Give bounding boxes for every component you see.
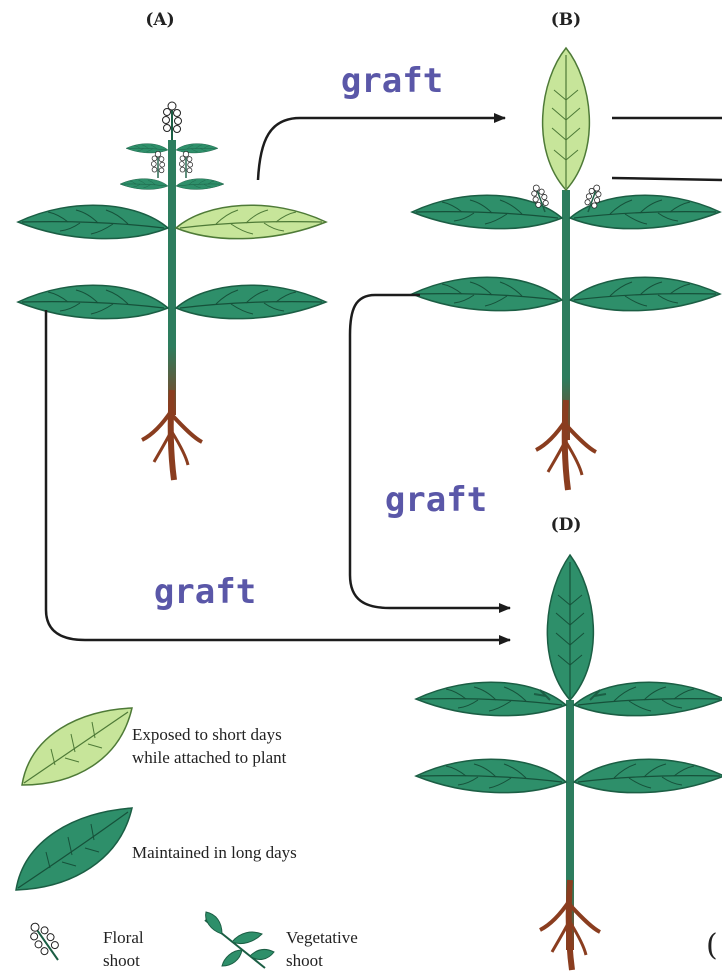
- legend-short-day-leaf-icon: [22, 708, 132, 785]
- plant-a: [18, 102, 326, 480]
- plant-d: [416, 555, 722, 970]
- legend: Exposed to short days while attached to …: [16, 708, 358, 970]
- graft-label-top: graft: [341, 61, 443, 101]
- arrow-b-exit-lower: [612, 178, 722, 180]
- panel-c-partial-label: (: [706, 928, 718, 963]
- short-day-leaf-a: [176, 205, 326, 238]
- graft-label-middle: graft: [385, 480, 487, 520]
- panel-d-label: (D): [551, 515, 582, 535]
- legend-short-days-line1: Exposed to short days: [132, 725, 282, 744]
- graft-arrow-a-to-b: [258, 118, 505, 180]
- panel-a-label: (A): [145, 10, 174, 30]
- legend-floral-line2: shoot: [103, 951, 140, 970]
- grafted-short-day-leaf-b: [543, 48, 590, 190]
- panel-b-label: (B): [551, 10, 581, 30]
- graft-arrow-b-to-d: [350, 295, 510, 608]
- legend-long-days: Maintained in long days: [132, 843, 297, 862]
- graft-label-bottom: graft: [154, 572, 256, 612]
- legend-long-day-leaf-icon: [16, 808, 132, 890]
- plant-b: [412, 48, 720, 490]
- legend-short-days-line2: while attached to plant: [132, 748, 287, 767]
- grafted-long-day-leaf-d: [547, 555, 593, 700]
- legend-floral-shoot-icon: [24, 918, 66, 966]
- legend-vegetative-line2: shoot: [286, 951, 323, 970]
- legend-floral-line1: Floral: [103, 928, 144, 947]
- legend-vegetative-shoot-icon: [205, 912, 274, 968]
- graft-arrow-a-to-d: [46, 310, 510, 640]
- legend-vegetative-line1: Vegetative: [286, 928, 358, 947]
